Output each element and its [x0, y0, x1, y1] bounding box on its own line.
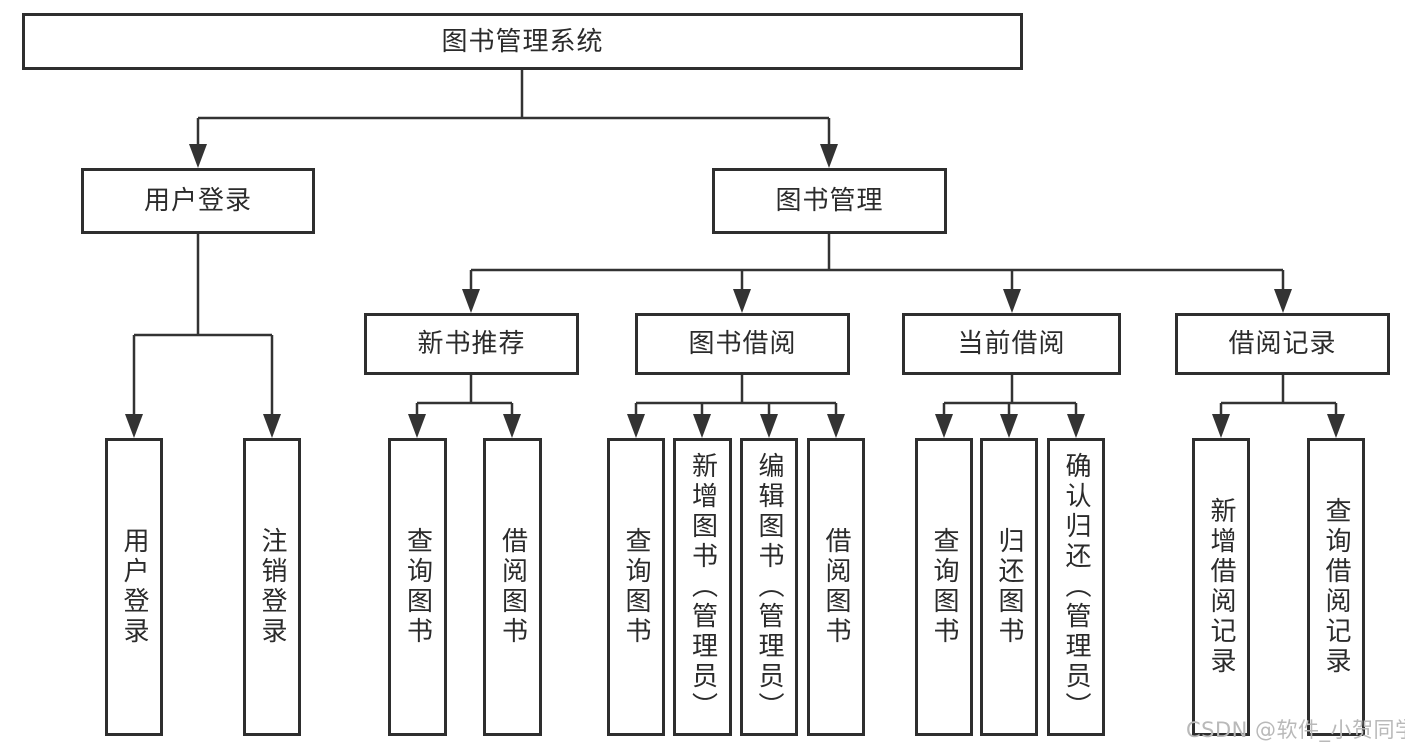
- leaf-borrow-borrow-books-label: 借阅图书: [821, 527, 851, 647]
- leaf-recommend-query-books-label: 查询图书: [402, 527, 433, 647]
- leaf-current-query-books: 查询图书: [915, 438, 973, 736]
- leaf-user-login-label: 用户登录: [119, 527, 149, 647]
- arrowhead-icon: [263, 414, 281, 438]
- node-book-mgmt: 图书管理: [712, 168, 947, 234]
- leaf-current-return-books-label: 归还图书: [994, 527, 1024, 647]
- arrowhead-icon: [760, 414, 778, 438]
- node-book-borrow: 图书借阅: [635, 313, 850, 375]
- leaf-recommend-query-books: 查询图书: [388, 438, 447, 736]
- connector-mgmt-to-level3: [462, 234, 1292, 313]
- leaf-borrow-edit-books-label: 编辑图书（管理员）: [754, 452, 784, 722]
- arrowhead-icon: [125, 414, 143, 438]
- arrowhead-icon: [627, 414, 645, 438]
- leaf-user-login: 用户登录: [105, 438, 163, 736]
- node-new-books-label: 新书推荐: [417, 329, 526, 359]
- leaf-records-add-record: 新增借阅记录: [1192, 438, 1250, 736]
- leaf-borrow-edit-books: 编辑图书（管理员）: [740, 438, 798, 736]
- node-book-mgmt-label: 图书管理: [775, 186, 884, 216]
- leaf-borrow-query-books-label: 查询图书: [621, 527, 651, 647]
- leaf-records-query-record-label: 查询借阅记录: [1321, 497, 1351, 677]
- csdn-watermark: CSDN @软件_小贺同学: [1186, 718, 1405, 742]
- arrowhead-icon: [1003, 289, 1021, 313]
- arrowhead-icon: [1067, 414, 1085, 438]
- leaf-current-confirm-return-label: 确认归还（管理员）: [1061, 452, 1091, 722]
- leaf-logout-label: 注销登录: [257, 527, 287, 647]
- leaf-borrow-add-books: 新增图书（管理员）: [673, 438, 732, 736]
- node-user-login: 用户登录: [81, 168, 315, 234]
- connector-login-to-leaves: [125, 234, 281, 438]
- arrowhead-icon: [693, 414, 711, 438]
- leaf-records-query-record: 查询借阅记录: [1307, 438, 1365, 736]
- connector-borrow-to-leaves: [627, 375, 845, 438]
- leaf-recommend-borrow-books-label: 借阅图书: [497, 527, 528, 647]
- leaf-records-add-record-label: 新增借阅记录: [1206, 497, 1236, 677]
- leaf-current-query-books-label: 查询图书: [929, 527, 959, 647]
- leaf-current-return-books: 归还图书: [980, 438, 1038, 736]
- node-borrow-records: 借阅记录: [1175, 313, 1390, 375]
- leaf-borrow-borrow-books: 借阅图书: [807, 438, 865, 736]
- arrowhead-icon: [408, 414, 426, 438]
- arrowhead-icon: [1274, 289, 1292, 313]
- arrowhead-icon: [1327, 414, 1345, 438]
- node-root-label: 图书管理系统: [441, 26, 604, 57]
- connector-current-to-leaves: [935, 375, 1085, 438]
- node-new-books: 新书推荐: [364, 313, 579, 375]
- arrowhead-icon: [827, 414, 845, 438]
- leaf-borrow-query-books: 查询图书: [607, 438, 665, 736]
- arrowhead-icon: [462, 289, 480, 313]
- connector-root-to-level2: [189, 70, 838, 168]
- node-book-borrow-label: 图书借阅: [688, 329, 797, 359]
- node-current-borrow-label: 当前借阅: [957, 329, 1066, 359]
- arrowhead-icon: [820, 144, 838, 168]
- arrowhead-icon: [1212, 414, 1230, 438]
- node-borrow-records-label: 借阅记录: [1228, 329, 1337, 359]
- arrowhead-icon: [189, 144, 207, 168]
- connector-records-to-leaves: [1212, 375, 1345, 438]
- node-current-borrow: 当前借阅: [902, 313, 1121, 375]
- leaf-logout: 注销登录: [243, 438, 301, 736]
- arrowhead-icon: [733, 289, 751, 313]
- leaf-current-confirm-return: 确认归还（管理员）: [1047, 438, 1105, 736]
- node-user-login-label: 用户登录: [143, 186, 252, 216]
- arrowhead-icon: [1000, 414, 1018, 438]
- arrowhead-icon: [503, 414, 521, 438]
- node-root: 图书管理系统: [22, 13, 1023, 70]
- leaf-borrow-add-books-label: 新增图书（管理员）: [687, 452, 718, 722]
- arrowhead-icon: [935, 414, 953, 438]
- connector-newbooks-to-leaves: [408, 375, 521, 438]
- leaf-recommend-borrow-books: 借阅图书: [483, 438, 542, 736]
